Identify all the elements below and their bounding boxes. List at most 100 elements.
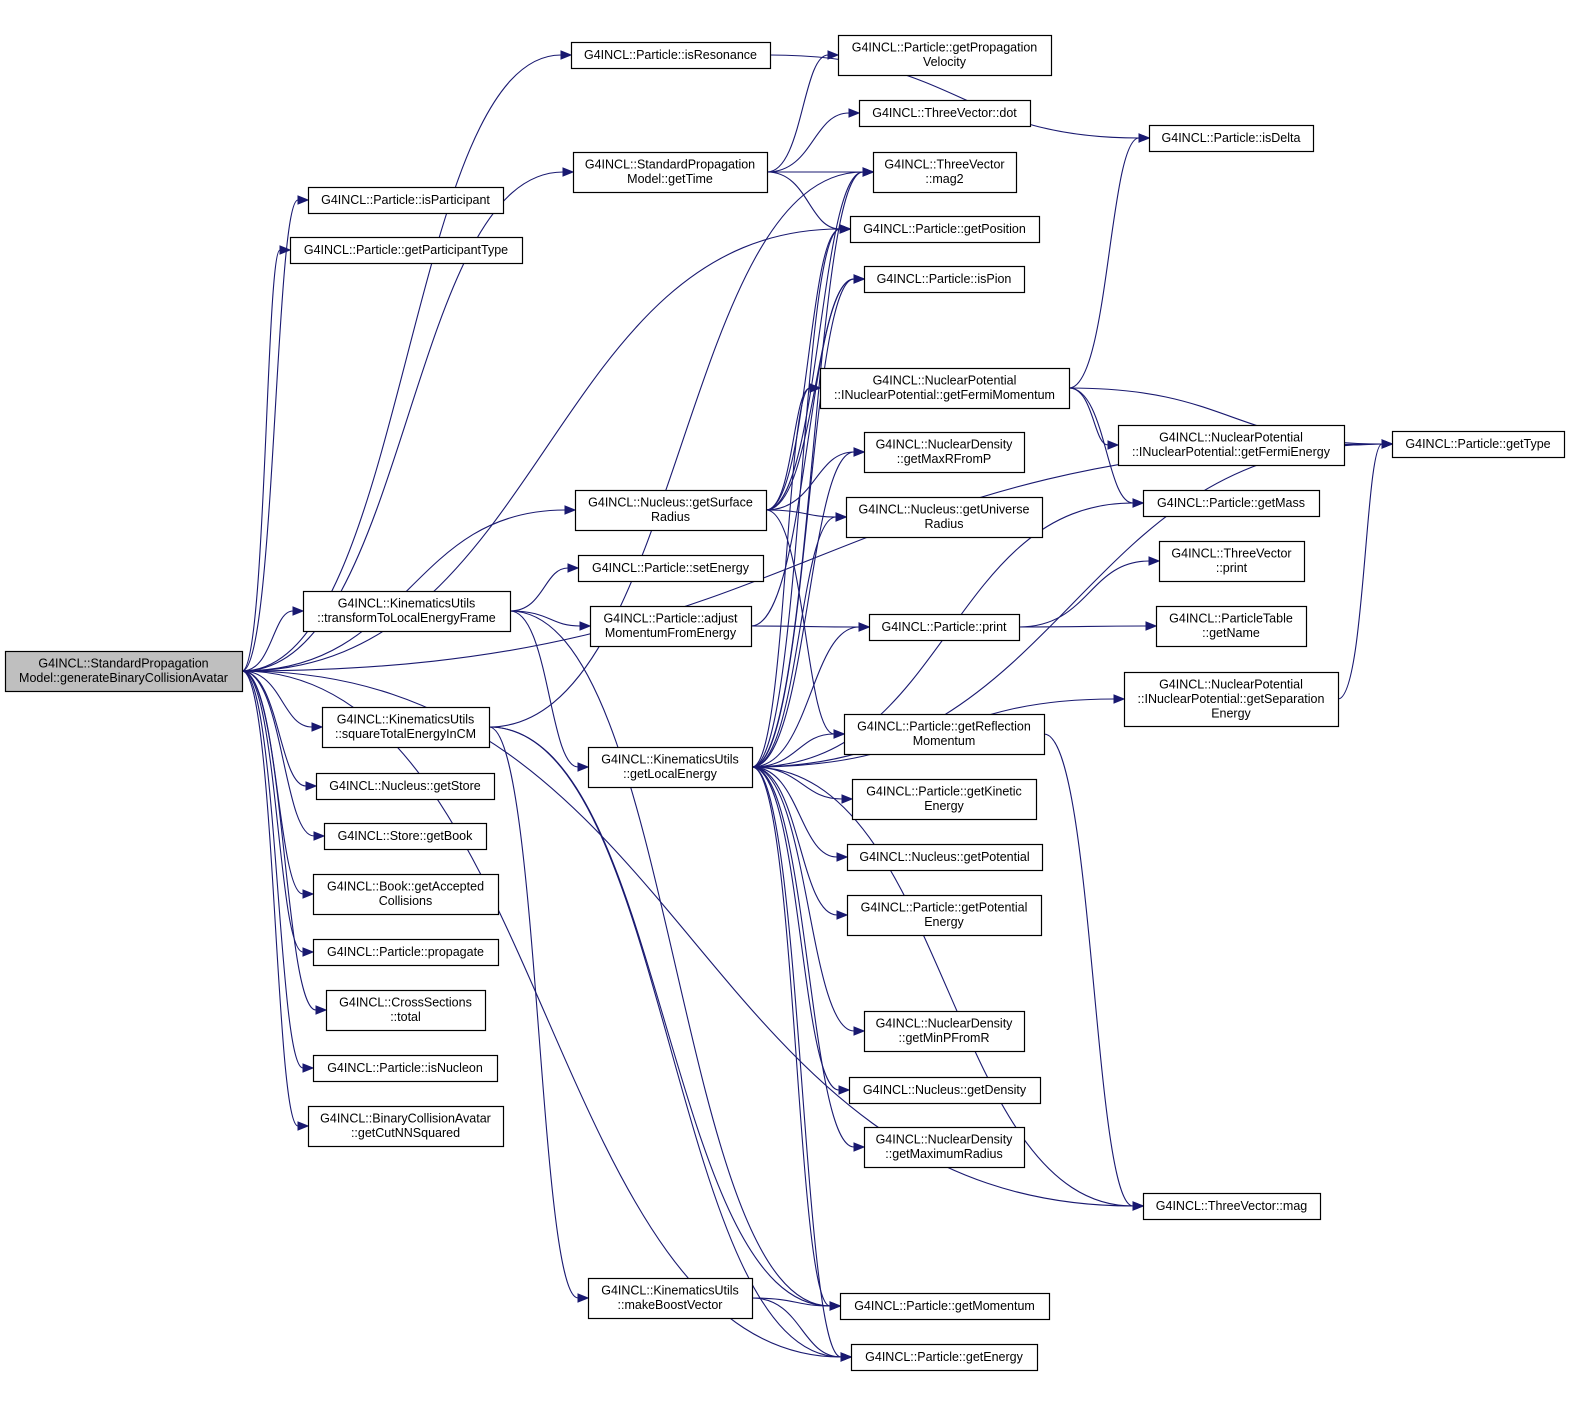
node-transformToLocal[interactable]: G4INCL::KinematicsUtils::transformToLoca… [302,590,512,633]
node-box [323,822,488,851]
node-label-line: ::transformToLocalEnergyFrame [317,611,496,625]
edge-line [751,171,864,768]
node-box [837,34,1053,77]
edge-getLocalEnergy-to-getMaximumRadius [751,766,866,1152]
node-box [302,590,512,633]
edge-squareTotalEnergy-to-makeBoostVector [488,726,590,1303]
edge-arrowhead [853,1026,866,1036]
node-box [1391,430,1566,459]
node-box [849,215,1041,244]
node-getPosition[interactable]: G4INCL::Particle::getPosition [849,215,1041,244]
node-box [315,772,496,801]
node-label-line: G4INCL::KinematicsUtils [337,713,475,727]
node-isDelta[interactable]: G4INCL::Particle::isDelta [1148,124,1315,153]
edge-arrowhead [562,167,575,177]
node-getSeparationEnergy[interactable]: G4INCL::NuclearPotential::INuclearPotent… [1123,671,1340,728]
edge-line [751,766,842,1358]
node-mag2[interactable]: G4INCL::ThreeVector::mag2 [872,151,1018,194]
node-label-line: ::getLocalEnergy [623,767,718,781]
edge-line [1043,733,1134,1207]
node-tvPrint[interactable]: G4INCL::ThreeVector::print [1158,540,1306,583]
node-label-line: G4INCL::NuclearDensity [876,438,1014,452]
node-isParticipant[interactable]: G4INCL::Particle::isParticipant [307,186,505,215]
node-box [312,938,500,967]
node-box [589,605,753,648]
node-label-line: G4INCL::Particle::isResonance [584,48,757,62]
edge-line [751,516,837,768]
node-getMaximumRadius[interactable]: G4INCL::NuclearDensity::getMaximumRadius [863,1126,1026,1169]
edge-line [509,567,569,612]
node-getPotential[interactable]: G4INCL::Nucleus::getPotential [846,843,1044,872]
node-total[interactable]: G4INCL::CrossSections::total [325,989,487,1032]
node-label-line: G4INCL::Particle::isDelta [1162,131,1301,145]
edge-arrowhead [302,889,315,899]
node-makeBoostVector[interactable]: G4INCL::KinematicsUtils::makeBoostVector [587,1277,754,1320]
edge-transformToLocal-to-getLocalEnergy [509,610,590,772]
node-getMinPFromR[interactable]: G4INCL::NuclearDensity::getMinPFromR [863,1010,1026,1053]
node-label-line: G4INCL::ThreeVector [1171,547,1291,561]
edge-line [751,387,811,768]
edge-line [766,54,829,173]
node-getStore[interactable]: G4INCL::Nucleus::getStore [315,772,496,801]
edge-particlePrint-to-getName [1018,621,1158,631]
edge-line [765,387,811,511]
node-getEnergy[interactable]: G4INCL::Particle::getEnergy [850,1343,1039,1372]
node-setEnergy[interactable]: G4INCL::Particle::setEnergy [577,554,765,583]
edge-getLocalEnergy-to-getPotential [751,766,849,862]
node-getType[interactable]: G4INCL::Particle::getType [1391,430,1566,459]
node-getMomentum[interactable]: G4INCL::Particle::getMomentum [839,1292,1051,1321]
node-getLocalEnergy[interactable]: G4INCL::KinematicsUtils::getLocalEnergy [587,746,754,789]
node-particlePrint[interactable]: G4INCL::Particle::print [868,613,1021,642]
node-root[interactable]: G4INCL::StandardPropagationModel::genera… [4,650,244,693]
node-isNucleon[interactable]: G4INCL::Particle::isNucleon [312,1054,499,1083]
edge-line [750,625,860,628]
node-label-line: MomentumFromEnergy [605,626,737,640]
node-getTime[interactable]: G4INCL::StandardPropagationModel::getTim… [572,151,769,194]
edge-root-to-isParticipant [241,195,310,672]
node-getName[interactable]: G4INCL::ParticleTable::getName [1155,605,1308,648]
edge-line [241,199,299,672]
node-getMaxRFromP[interactable]: G4INCL::NuclearDensity::getMaxRFromP [863,431,1026,474]
edge-line [488,171,864,728]
node-getBook[interactable]: G4INCL::Store::getBook [323,822,488,851]
edge-getLocalEnergy-to-isPion [751,274,866,768]
node-label-line: G4INCL::Particle::getMass [1157,496,1305,510]
node-label-line: G4INCL::Particle::getParticipantType [304,243,508,257]
node-label-line: G4INCL::Particle::getPotential [861,901,1028,915]
edge-line [509,610,579,768]
node-box [858,99,1032,128]
edge-line [241,670,315,837]
node-isPion[interactable]: G4INCL::Particle::isPion [863,265,1026,294]
node-getFermiEnergy[interactable]: G4INCL::NuclearPotential::INuclearPotent… [1117,424,1346,467]
edge-getLocalEnergy-to-getFermiMomentum [751,383,822,768]
node-label-line: G4INCL::NuclearPotential [873,374,1017,388]
node-label-line: G4INCL::StandardPropagation [38,657,208,671]
node-getMass[interactable]: G4INCL::Particle::getMass [1142,489,1321,518]
node-dot[interactable]: G4INCL::ThreeVector::dot [858,99,1032,128]
node-adjustMomentum[interactable]: G4INCL::Particle::adjustMomentumFromEner… [589,605,753,648]
edge-line [241,670,304,1069]
edge-arrowhead [305,781,318,791]
node-propagate[interactable]: G4INCL::Particle::propagate [312,938,500,967]
node-getParticipantType[interactable]: G4INCL::Particle::getParticipantType [289,236,524,265]
node-getCutNNSquared[interactable]: G4INCL::BinaryCollisionAvatar::getCutNNS… [307,1105,505,1148]
edge-arrowhead [297,1121,310,1131]
edge-line [765,509,837,518]
edge-line [509,610,581,627]
edge-arrowhead [315,1005,328,1015]
node-getDensity[interactable]: G4INCL::Nucleus::getDensity [848,1076,1042,1105]
node-squareTotalEnergy[interactable]: G4INCL::KinematicsUtils::squareTotalEner… [321,706,491,749]
node-box [848,1076,1042,1105]
edge-line [765,171,864,511]
node-mag[interactable]: G4INCL::ThreeVector::mag [1142,1192,1322,1221]
node-getFermiMomentum[interactable]: G4INCL::NuclearPotential::INuclearPotent… [819,367,1071,410]
node-isResonance[interactable]: G4INCL::Particle::isResonance [570,41,772,70]
edge-arrowhead [1132,1201,1145,1211]
